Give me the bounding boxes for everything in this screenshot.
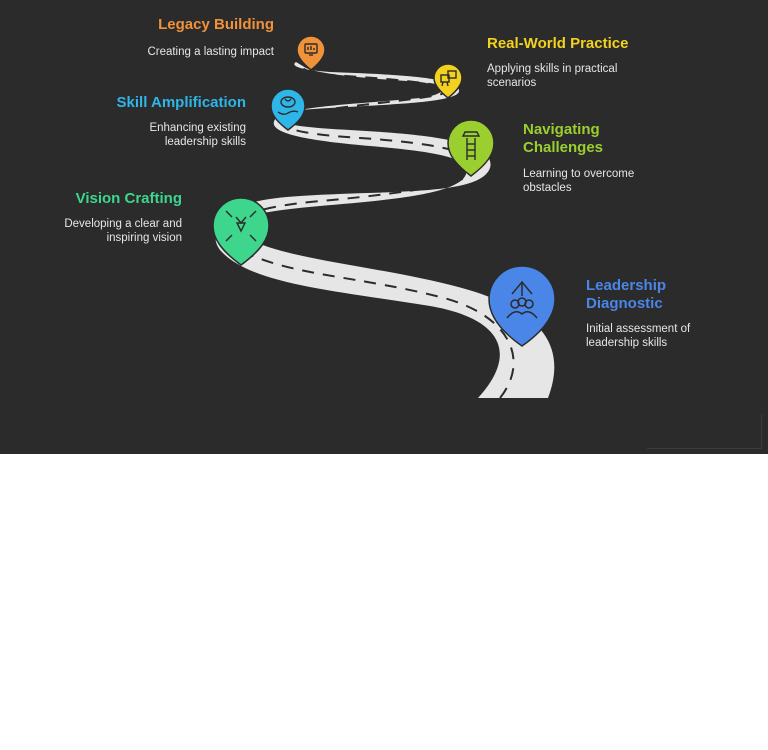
step-vision-title: Vision Crafting [75,190,182,207]
hand-brain-icon [277,96,299,115]
pin-legacy [296,35,326,71]
ladder-icon [461,131,481,160]
step-navigating-title: Navigating Challenges [523,121,604,156]
focus-arrows-icon [225,210,257,242]
road-center-line [225,65,515,399]
corner-frame [647,414,762,449]
step-skillamp-title: Skill Amplification [116,94,246,111]
winding-road [212,35,556,399]
team-growth-icon [506,280,538,319]
pin-vision [212,197,270,266]
pin-skillamp [270,88,306,131]
step-vision-description: Developing a clear and inspiring vision [64,218,182,244]
pin-realworld [433,63,463,99]
step-realworld-title: Real-World Practice [487,35,629,52]
step-legacy-description: Creating a lasting impact [147,46,274,58]
pin-diagnostic [488,265,556,347]
roadmap-canvas: Legacy Building Creating a lasting impac… [0,0,768,454]
step-realworld-description: Applying skills in practical scenarios [487,63,618,89]
step-navigating-description: Learning to overcome obstacles [523,168,635,194]
step-diagnostic-description: Initial assessment of leadership skills [586,323,691,349]
pin-navigating [447,119,495,177]
step-diagnostic-title: Leadership Diagnostic [586,277,667,312]
step-skillamp-description: Enhancing existing leadership skills [149,122,246,148]
step-legacy-title: Legacy Building [158,16,274,33]
practice-boards-icon [440,70,457,87]
monitor-chart-icon [304,43,318,56]
